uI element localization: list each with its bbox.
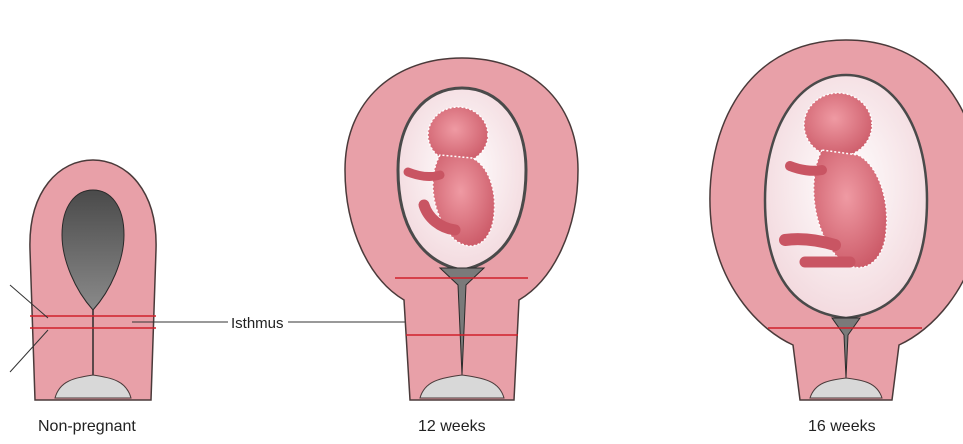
- non-pregnant-uterus: [10, 160, 156, 400]
- caption-12-weeks: 12 weeks: [418, 418, 486, 436]
- caption-16-weeks: 16 weeks: [808, 418, 876, 436]
- sixteen-week-uterus: [710, 40, 963, 400]
- sixteen-week-fetus-arm: [790, 166, 822, 171]
- twelve-week-fetus-arm: [408, 172, 440, 176]
- sixteen-week-fetus-leg-upper: [785, 239, 835, 245]
- isthmus-label: Isthmus: [228, 315, 287, 332]
- twelve-week-uterus: [345, 58, 578, 400]
- sixteen-week-fetus-head: [804, 93, 872, 157]
- twelve-week-fetus-head: [428, 107, 488, 163]
- caption-non-pregnant: Non-pregnant: [38, 418, 136, 436]
